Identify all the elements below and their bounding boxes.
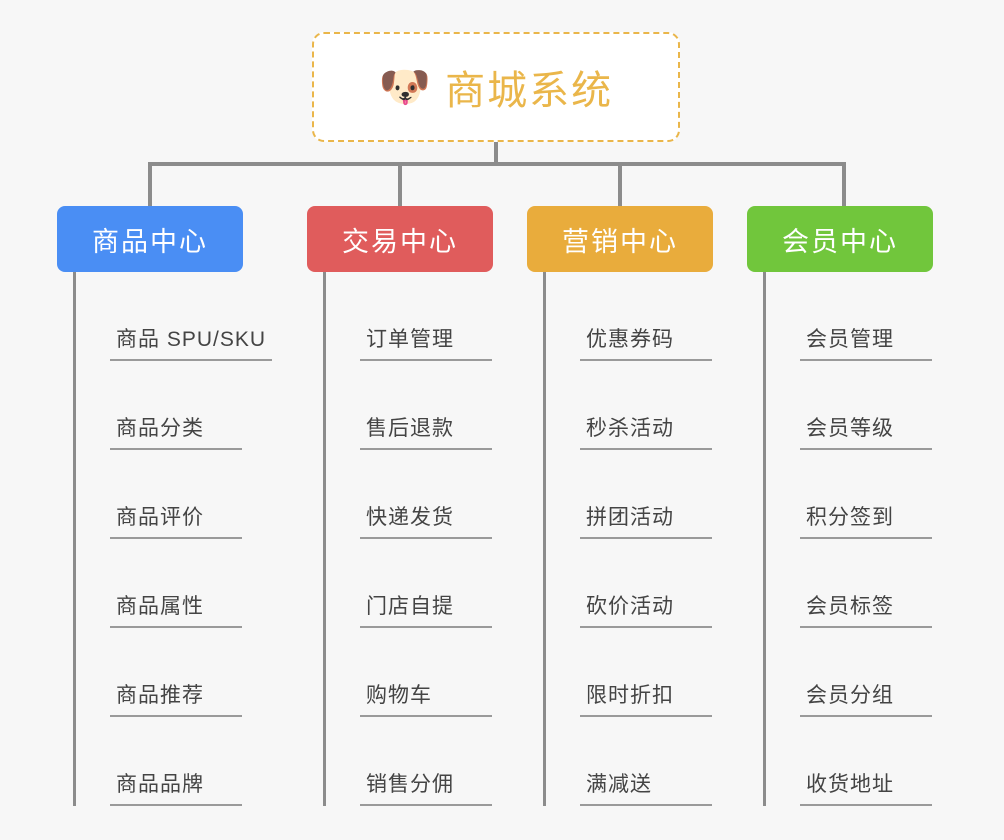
root-node-title: 商城系统 — [445, 69, 614, 113]
leaf-label: 销售分佣 — [360, 768, 492, 806]
leaf-label: 砍价活动 — [580, 590, 712, 628]
root-node-mall-system[interactable]: 🐶 商城系统 — [312, 32, 680, 142]
category-box-2[interactable]: 交易中心 — [307, 206, 493, 272]
leaf-label: 商品推荐 — [110, 679, 242, 717]
list-item[interactable]: 商品 SPU/SKU — [110, 272, 277, 361]
list-item[interactable]: 商品属性 — [110, 539, 277, 628]
leaf-label: 会员管理 — [800, 323, 932, 361]
list-item[interactable]: 会员管理 — [800, 272, 967, 361]
leaf-label: 商品属性 — [110, 590, 242, 628]
category-box-3[interactable]: 营销中心 — [527, 206, 713, 272]
leaf-list-1: 商品 SPU/SKU 商品分类 商品评价 商品属性 商品推荐 商品品牌 — [73, 272, 277, 806]
connector-drop-2 — [398, 162, 402, 206]
leaf-label: 商品评价 — [110, 501, 242, 539]
leaf-label: 购物车 — [360, 679, 492, 717]
column-product-center: 商品中心 商品 SPU/SKU 商品分类 商品评价 商品属性 商品推荐 商品品牌 — [57, 206, 277, 806]
column-marketing-center: 营销中心 优惠券码 秒杀活动 拼团活动 砍价活动 限时折扣 满减送 — [527, 206, 747, 806]
list-item[interactable]: 满减送 — [580, 717, 747, 806]
list-item[interactable]: 砍价活动 — [580, 539, 747, 628]
category-label-4: 会员中心 — [782, 226, 898, 257]
leaf-label: 秒杀活动 — [580, 412, 712, 450]
leaf-label: 售后退款 — [360, 412, 492, 450]
category-label-1: 商品中心 — [92, 226, 208, 257]
list-item[interactable]: 会员等级 — [800, 361, 967, 450]
list-item[interactable]: 限时折扣 — [580, 628, 747, 717]
leaf-label: 会员标签 — [800, 590, 932, 628]
connector-horizontal-bus — [148, 162, 846, 166]
list-item[interactable]: 商品推荐 — [110, 628, 277, 717]
list-item[interactable]: 购物车 — [360, 628, 527, 717]
list-item[interactable]: 商品评价 — [110, 450, 277, 539]
list-item[interactable]: 商品分类 — [110, 361, 277, 450]
list-item[interactable]: 拼团活动 — [580, 450, 747, 539]
leaf-list-2: 订单管理 售后退款 快递发货 门店自提 购物车 销售分佣 — [323, 272, 527, 806]
connector-drop-1 — [148, 162, 152, 206]
list-item[interactable]: 积分签到 — [800, 450, 967, 539]
connector-drop-4 — [842, 162, 846, 206]
shiba-dog-face-icon: 🐶 — [378, 63, 432, 110]
leaf-list-3: 优惠券码 秒杀活动 拼团活动 砍价活动 限时折扣 满减送 — [543, 272, 747, 806]
category-label-3: 营销中心 — [562, 226, 678, 257]
category-label-2: 交易中心 — [342, 226, 458, 257]
leaf-label: 商品分类 — [110, 412, 242, 450]
leaf-label: 收货地址 — [800, 768, 932, 806]
leaf-label: 限时折扣 — [580, 679, 712, 717]
list-item[interactable]: 快递发货 — [360, 450, 527, 539]
leaf-list-4: 会员管理 会员等级 积分签到 会员标签 会员分组 收货地址 — [763, 272, 967, 806]
leaf-label: 订单管理 — [360, 323, 492, 361]
leaf-label: 商品 SPU/SKU — [110, 323, 273, 361]
category-box-1[interactable]: 商品中心 — [57, 206, 243, 272]
list-item[interactable]: 商品品牌 — [110, 717, 277, 806]
leaf-label: 积分签到 — [800, 501, 932, 539]
root-node-content: 🐶 商城系统 — [379, 58, 613, 116]
list-item[interactable]: 门店自提 — [360, 539, 527, 628]
leaf-label: 会员等级 — [800, 412, 932, 450]
list-item[interactable]: 会员分组 — [800, 628, 967, 717]
list-item[interactable]: 秒杀活动 — [580, 361, 747, 450]
leaf-label: 会员分组 — [800, 679, 932, 717]
connector-drop-3 — [618, 162, 622, 206]
leaf-label: 快递发货 — [360, 501, 492, 539]
list-item[interactable]: 优惠券码 — [580, 272, 747, 361]
list-item[interactable]: 会员标签 — [800, 539, 967, 628]
leaf-label: 拼团活动 — [580, 501, 712, 539]
column-member-center: 会员中心 会员管理 会员等级 积分签到 会员标签 会员分组 收货地址 — [747, 206, 967, 806]
leaf-label: 满减送 — [580, 768, 712, 806]
category-box-4[interactable]: 会员中心 — [747, 206, 933, 272]
connector-root-stem — [494, 142, 498, 165]
leaf-label: 门店自提 — [360, 590, 492, 628]
list-item[interactable]: 销售分佣 — [360, 717, 527, 806]
leaf-label: 商品品牌 — [110, 768, 242, 806]
column-trade-center: 交易中心 订单管理 售后退款 快递发货 门店自提 购物车 销售分佣 — [307, 206, 527, 806]
leaf-label: 优惠券码 — [580, 323, 712, 361]
list-item[interactable]: 售后退款 — [360, 361, 527, 450]
list-item[interactable]: 订单管理 — [360, 272, 527, 361]
list-item[interactable]: 收货地址 — [800, 717, 967, 806]
